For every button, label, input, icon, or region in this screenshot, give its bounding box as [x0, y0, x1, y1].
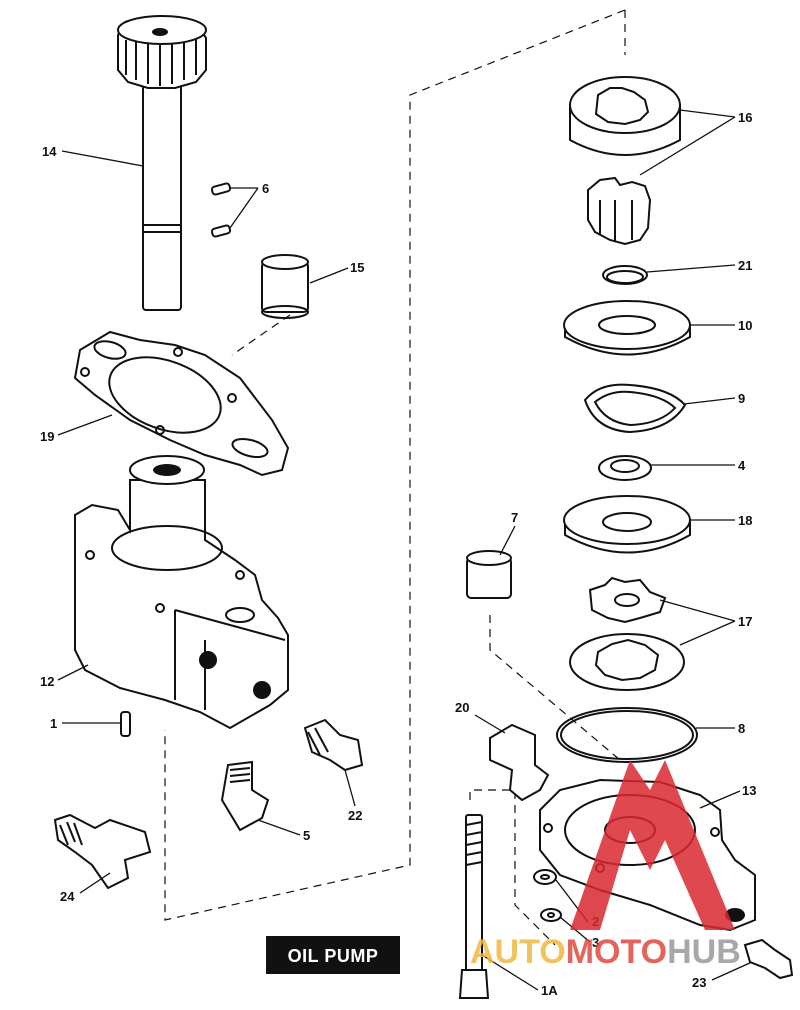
watermark-hub: HUB [667, 933, 741, 971]
cover-18-part [563, 495, 691, 554]
snap-ring-part [602, 265, 648, 285]
elbow-fitting-part [220, 760, 270, 832]
fitting-20-part [489, 723, 550, 802]
fitting-24-part [53, 813, 152, 890]
callout-17: 17 [738, 614, 752, 629]
callout-4: 4 [738, 458, 746, 473]
plate-10-part [563, 300, 691, 356]
bolt-part [458, 814, 490, 999]
bushing-7-part [466, 550, 512, 599]
callout-8: 8 [738, 721, 745, 736]
assembly-dashed-lines [164, 9, 626, 946]
dowel-pin-part [120, 711, 131, 737]
callout-3: 3 [592, 935, 599, 950]
callout-18: 18 [738, 513, 752, 528]
callout-12: 12 [40, 674, 54, 689]
callout-7: 7 [511, 510, 518, 525]
callout-15: 15 [350, 260, 364, 275]
leader-lines [57, 109, 753, 991]
watermark-logo: AUTOMOTOHUB [470, 760, 741, 971]
callout-labels: 14 6 15 19 12 1 5 22 24 16 21 10 9 4 18 … [40, 110, 756, 998]
pump-housing-part [74, 455, 289, 730]
title-text: OIL PUMP [288, 946, 379, 966]
callout-9: 9 [738, 391, 745, 406]
washers-part [533, 869, 562, 922]
callout-10: 10 [738, 318, 752, 333]
fitting-22-part [303, 718, 364, 772]
watermark-auto: AUTO [470, 933, 566, 971]
title-box: OIL PUMP [266, 936, 400, 974]
callout-22: 22 [348, 808, 362, 823]
callout-13: 13 [742, 783, 756, 798]
callout-6: 6 [262, 181, 269, 196]
spring-clip-part [583, 383, 687, 434]
callout-24: 24 [60, 889, 75, 904]
callout-19: 19 [40, 429, 54, 444]
outer-rotor-17-part [569, 633, 685, 691]
bushing-part [261, 254, 309, 319]
outer-rotor-16-part [569, 76, 681, 156]
drive-shaft-gear-part [117, 14, 207, 311]
watermark-moto: MOTO [566, 933, 667, 971]
gasket-part [73, 330, 290, 477]
callout-14: 14 [42, 144, 57, 159]
inner-rotor-17-part [588, 576, 667, 624]
seal-part [598, 455, 652, 481]
pins-part [210, 182, 232, 238]
callout-23: 23 [692, 975, 706, 990]
o-ring-part [556, 707, 698, 763]
callout-1: 1 [50, 716, 57, 731]
svg-text:AUTOMOTOHUB: AUTOMOTOHUB [470, 933, 741, 971]
callout-5: 5 [303, 828, 310, 843]
callout-1a: 1A [541, 983, 558, 998]
callout-20: 20 [455, 700, 469, 715]
callout-21: 21 [738, 258, 752, 273]
fitting-23-part [743, 938, 794, 980]
callout-16: 16 [738, 110, 752, 125]
inner-rotor-16-part [587, 176, 652, 246]
